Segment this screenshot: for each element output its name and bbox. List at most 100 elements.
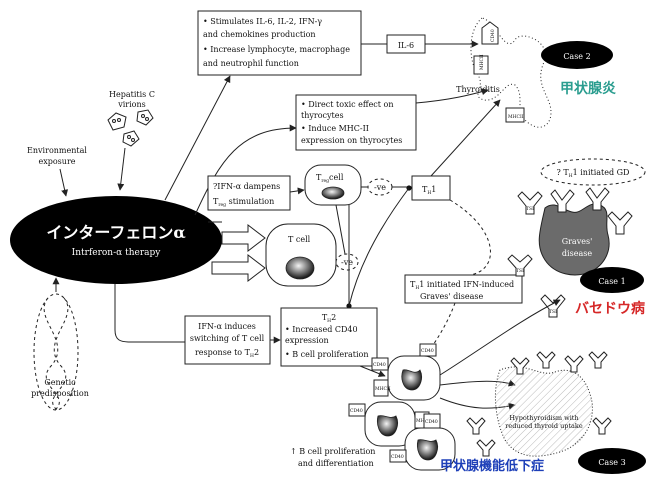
- th2-title-tail: 2: [331, 313, 336, 322]
- th2-to-bcell-arrow: [359, 365, 386, 377]
- treg-cell-label-main: T: [316, 173, 322, 182]
- toxic-to-thyroiditis-arrow: [415, 88, 489, 104]
- cytokine-line-3: • Increase lymphocyte, macrophage: [203, 45, 350, 54]
- switch-line-2: switching of T cell: [190, 334, 265, 343]
- th2-switching-box: IFN-α induces switching of T cell respon…: [184, 315, 271, 365]
- virion-icon-3: [122, 130, 140, 147]
- switch-line-3: response to TH2: [195, 348, 259, 359]
- il6-box: IL-6: [386, 34, 426, 54]
- tsi-label-1: TSI: [526, 206, 534, 212]
- th1-graves-line-1-sub: H: [415, 285, 419, 291]
- cytokine-line-1: • Stimulates IL-6, IL-2, IFN-γ: [203, 17, 322, 26]
- th1-box: TH1: [411, 175, 451, 201]
- b-cell-line-1: ↑ B cell proliferation: [290, 447, 375, 456]
- th1-graves-line-1-main: T: [410, 280, 416, 289]
- b-cell-2: CD40 MHCII: [348, 401, 432, 447]
- genetic-line-1: Genetic: [44, 378, 76, 387]
- graves-disease-thyroid: Graves' disease: [538, 203, 610, 276]
- gd-question-label: ? TH1 initiated GD: [557, 168, 630, 179]
- th2-title-sub: H: [327, 318, 331, 324]
- hepatitis-c-line-1: Hepatitis C: [109, 90, 155, 99]
- treg-box-line-2-main: T: [213, 197, 219, 206]
- th2-line-2: expression: [285, 336, 329, 345]
- cytokine-stimulation-box: • Stimulates IL-6, IL-2, IFN-γ and chemo…: [197, 10, 362, 76]
- mhc2-receptor-right: MHCII: [505, 107, 525, 123]
- treg-box-line-2-tail: stimulation: [226, 197, 274, 206]
- treg-cell-label: Tregcell: [316, 173, 344, 184]
- tsi-antibodies-graves: TSI TSI TSI: [507, 187, 633, 318]
- bcell-to-graves-arrow: [439, 299, 561, 376]
- cytokine-line-4: and neutrophil function: [203, 59, 299, 68]
- interferon-alpha-ellipse: インターフェロンα Intrferon-α therapy: [10, 196, 222, 284]
- th1-graves-line-1: TH1 initiated IFN-induced: [410, 280, 514, 291]
- hypothyroid-thyroid: Hypothyroidism with reduced thyroid upta…: [495, 366, 593, 457]
- bcell3-cd40-b: CD40: [425, 419, 438, 425]
- cd40-receptor-label: CD40: [490, 29, 496, 42]
- b-cell-3: CD40 CD40: [389, 413, 456, 471]
- treg-box-line-2: Treg stimulation: [213, 197, 274, 208]
- bcell1-mhc: MHCII: [375, 386, 391, 392]
- ifn-to-cytokine-arrow: [164, 75, 231, 201]
- environment-line-1: Environmental: [27, 146, 87, 155]
- toxic-line-4: expression on thyrocytes: [301, 136, 402, 145]
- th1-to-gd-dashed: [449, 199, 491, 276]
- th1-graves-line-1-tail: 1 initiated IFN-induced: [419, 280, 514, 289]
- b-cell-line-2: and differentiation: [298, 459, 374, 468]
- th2-title-main: T: [322, 313, 328, 322]
- hypo-line-2: reduced thyroid uptake: [505, 422, 583, 430]
- graves-line-1: Graves': [562, 237, 593, 246]
- mhc2-receptor-label: MHCII: [479, 54, 485, 70]
- toxic-line-1: • Direct toxic effect on: [301, 100, 394, 109]
- treg-cell: Tregcell: [304, 164, 362, 206]
- case-1-label: Case 1: [598, 277, 625, 286]
- th2-line-3: • B cell proliferation: [285, 350, 368, 359]
- th2-title: TH2: [322, 313, 336, 324]
- toxic-line-3: • Induce MHC-II: [301, 124, 369, 133]
- treg-cell-label-tail: cell: [329, 173, 344, 182]
- ifn-to-tcell-big-arrow: [221, 223, 266, 253]
- case-1-badge: Case 1: [580, 267, 644, 293]
- hepatitis-c-line-2: virions: [117, 100, 146, 109]
- toxic-line-2: thyrocytes: [301, 111, 344, 120]
- switch-line-1: IFN-α induces: [198, 322, 256, 331]
- case-1-japanese: バセドウ病: [575, 300, 645, 317]
- ifn-to-tcell-big-arrow-2: [211, 253, 266, 283]
- bcell3-cd40: CD40: [391, 454, 404, 460]
- b-cell-1: CD40 MHCII CD40: [371, 343, 441, 401]
- thyroiditis-gland: CD40 MHCII MHCII Thyroiditis: [456, 17, 552, 128]
- case-3-japanese: 甲状腺機能低下症: [440, 458, 544, 474]
- th1-to-thyroiditis-arrow: [430, 99, 501, 177]
- cytokine-line-2: and chemokines production: [203, 30, 316, 39]
- switch-line-3-main: response to T: [195, 348, 251, 357]
- gd-question-tail: 1 initiated GD: [573, 168, 630, 177]
- bcell1-cd40-b: CD40: [421, 348, 434, 354]
- virion-icon-1: [107, 112, 127, 131]
- tsi-label-3: TSI: [549, 309, 557, 315]
- ifn-to-toxic-arrow: [194, 124, 297, 216]
- treg-dampening-box: ?IFN-α dampens Treg stimulation: [207, 175, 291, 211]
- th1-label-sub: H: [427, 190, 431, 196]
- graves-gd-question: ? TH1 initiated GD: [540, 158, 646, 186]
- interferon-japanese-label: インターフェロンα: [46, 223, 185, 242]
- genetic-line-2: predisposition: [31, 389, 89, 398]
- treg-box-line-2-sub: reg: [218, 203, 226, 208]
- il6-label: IL-6: [398, 41, 414, 50]
- case-2-japanese: 甲状腺炎: [560, 80, 616, 97]
- case-3-badge: Case 3: [578, 448, 646, 474]
- graves-line-2: disease: [562, 249, 592, 258]
- interferon-english-label: Intrferon-α therapy: [72, 248, 162, 258]
- cd40-receptor-top: CD40: [481, 21, 499, 45]
- bcell1-cd40: CD40: [373, 362, 386, 368]
- th2-line-1: • Increased CD40: [285, 325, 358, 334]
- treg-box-to-cell-arrow: [289, 187, 305, 195]
- mhc2-receptor-top: MHCII: [473, 54, 489, 75]
- gd-to-bcell-dashed: [414, 302, 456, 371]
- bcell2-cd40: CD40: [350, 408, 363, 414]
- dna-helix-icon: [33, 293, 79, 411]
- t-cell: T cell: [265, 223, 337, 287]
- ve-label-2: -ve: [341, 258, 353, 267]
- case-2-label: Case 2: [563, 52, 590, 61]
- environment-line-2: exposure: [39, 157, 76, 166]
